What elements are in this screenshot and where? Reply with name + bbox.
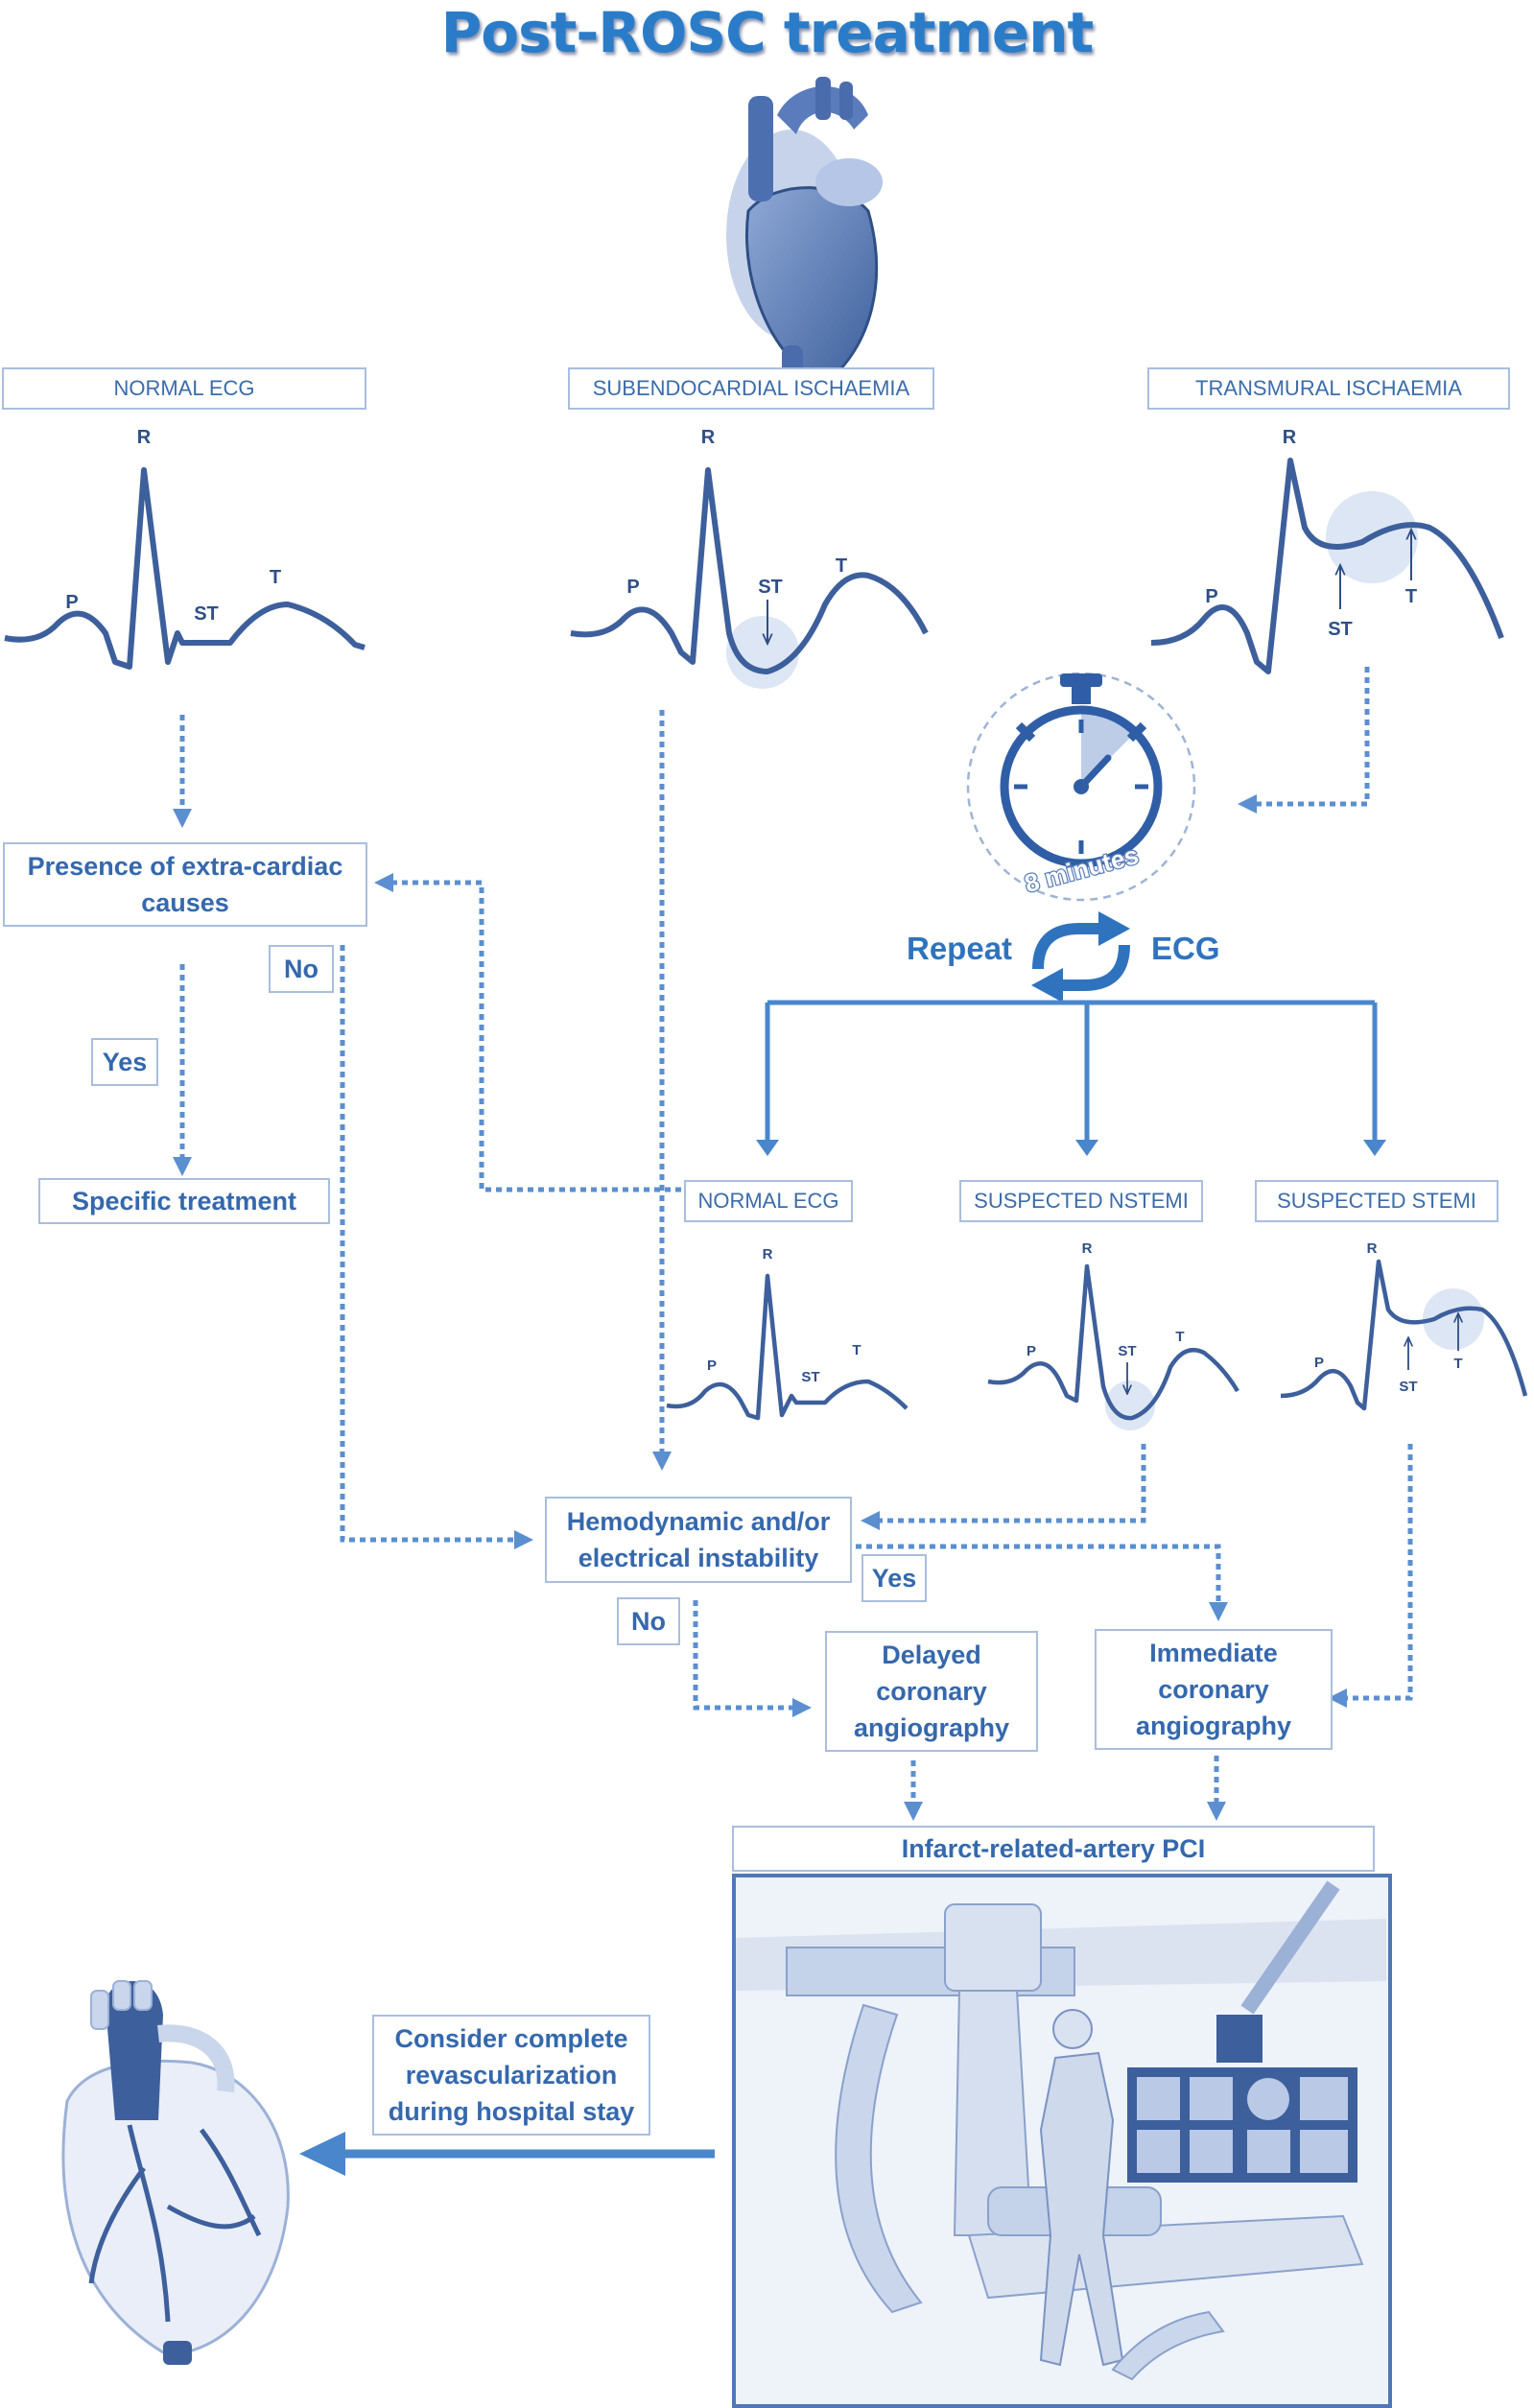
st-label: ST — [801, 1369, 819, 1385]
node-instability: Hemodynamic and/or electrical instabilit… — [545, 1497, 852, 1583]
r-label: R — [701, 427, 716, 448]
ecg-normal-trace — [4, 467, 366, 670]
repeat-label: Repeat — [907, 931, 1013, 966]
st-label: ST — [1118, 1343, 1136, 1359]
r-label: R — [1082, 1240, 1093, 1257]
label-yes: Yes — [91, 1038, 158, 1086]
r-label: R — [137, 427, 152, 448]
t-label: T — [1453, 1356, 1462, 1372]
p-label: P — [65, 592, 78, 613]
page-title: Post-ROSC treatment — [440, 0, 1095, 65]
label-no: No — [269, 945, 334, 993]
cath-lab-illustration — [732, 1874, 1392, 2408]
label-yes: Yes — [861, 1554, 927, 1602]
p-label: P — [1027, 1343, 1036, 1359]
header-normal-ecg: NORMAL ECG — [2, 367, 366, 410]
ecg-mid-normal-trace: R P ST T — [666, 1246, 909, 1421]
r-label: R — [763, 1246, 773, 1263]
ecg-label: ECG — [1151, 931, 1220, 966]
r-label: R — [1367, 1240, 1378, 1257]
st-label: ST — [1328, 619, 1353, 640]
node-complete-revascularization: Consider complete revascularization duri… — [372, 2015, 650, 2136]
label-no: No — [617, 1597, 680, 1645]
node-extra-cardiac-causes: Presence of extra-cardiac causes — [3, 842, 367, 927]
header-suspected-stemi: SUSPECTED STEMI — [1255, 1180, 1499, 1222]
branch-arrows — [756, 1000, 1386, 1156]
ecg-mid-stemi-trace: R P ST T — [1280, 1240, 1528, 1411]
header-suspected-nstemi: SUSPECTED NSTEMI — [959, 1180, 1203, 1222]
st-label: ST — [758, 577, 783, 598]
st-label: ST — [1399, 1379, 1417, 1395]
p-label: P — [626, 577, 639, 598]
ecg-subendo-trace — [570, 467, 929, 689]
header-mid-normal-ecg: NORMAL ECG — [684, 1180, 853, 1222]
t-label: T — [836, 555, 847, 577]
ecg-transmural-trace — [1150, 458, 1504, 674]
node-immediate-angiography: Immediate coronary angiography — [1095, 1629, 1333, 1750]
heart-icon — [726, 77, 883, 398]
t-label: T — [1175, 1329, 1184, 1345]
header-subendocardial-ischaemia: SUBENDOCARDIAL ISCHAEMIA — [568, 367, 934, 410]
node-specific-treatment: Specific treatment — [38, 1178, 330, 1224]
p-label: P — [1314, 1355, 1324, 1371]
node-infarct-related-pci: Infarct-related-artery PCI — [732, 1826, 1375, 1872]
r-label: R — [1283, 427, 1297, 448]
node-delayed-angiography: Delayed coronary angiography — [825, 1631, 1038, 1752]
stopwatch-icon: 8 minutes — [966, 672, 1196, 902]
header-transmural-ischaemia: TRANSMURAL ISCHAEMIA — [1147, 367, 1510, 410]
ecg-mid-nstemi-trace: R P ST T — [987, 1240, 1239, 1430]
ecg-labels-top: R P ST T R P ST T R P ST T — [65, 427, 1417, 643]
t-label: T — [852, 1342, 861, 1358]
p-label: P — [1205, 586, 1217, 607]
anatomical-heart-icon — [61, 1980, 290, 2365]
dotted-connectors — [173, 667, 1413, 1821]
st-label: ST — [194, 603, 219, 625]
repeat-arrows-icon — [1031, 911, 1130, 1003]
revasc-arrow — [299, 2132, 715, 2176]
t-label: T — [1405, 586, 1417, 607]
t-label: T — [270, 567, 281, 588]
p-label: P — [707, 1357, 717, 1374]
